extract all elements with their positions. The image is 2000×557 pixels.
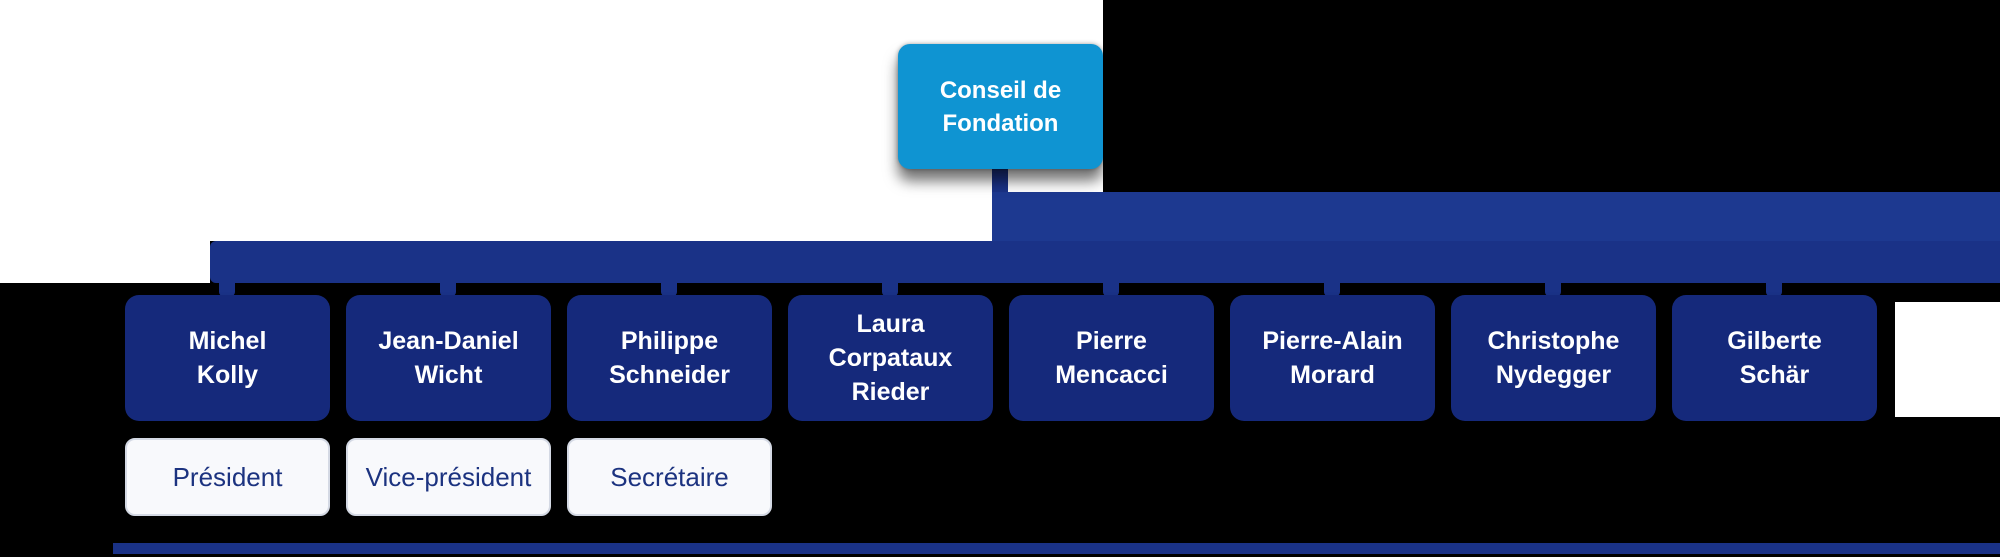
role-node: Secrétaire [567, 438, 772, 516]
background-panel-band-left [0, 241, 210, 283]
member-node: Philippe Schneider [567, 295, 772, 421]
member-node: Pierre Mencacci [1009, 295, 1214, 421]
member-connector-stub [219, 281, 235, 296]
member-connector-stub [440, 281, 456, 296]
connector-band-upper [992, 192, 2000, 241]
root-connector-stub [992, 169, 1008, 193]
member-node: Pierre-Alain Morard [1230, 295, 1435, 421]
member-connector-stub [1103, 281, 1119, 296]
member-node: Michel Kolly [125, 295, 330, 421]
member-connector-stub [882, 281, 898, 296]
connector-band-lower [210, 241, 2000, 283]
bottom-connector-band [113, 543, 2000, 554]
member-connector-stub [1324, 281, 1340, 296]
member-node: Laura Corpataux Rieder [788, 295, 993, 421]
member-node: Gilberte Schär [1672, 295, 1877, 421]
background-panel-mid-left [0, 169, 992, 241]
member-connector-stub [661, 281, 677, 296]
member-node: Christophe Nydegger [1451, 295, 1656, 421]
clipped-node-right-edge [1895, 302, 2000, 417]
role-node: Vice-président [346, 438, 551, 516]
member-node: Jean-Daniel Wicht [346, 295, 551, 421]
member-connector-stub [1545, 281, 1561, 296]
member-connector-stub [1766, 281, 1782, 296]
role-node: Président [125, 438, 330, 516]
root-node-conseil-de-fondation: Conseil de Fondation [898, 44, 1103, 169]
